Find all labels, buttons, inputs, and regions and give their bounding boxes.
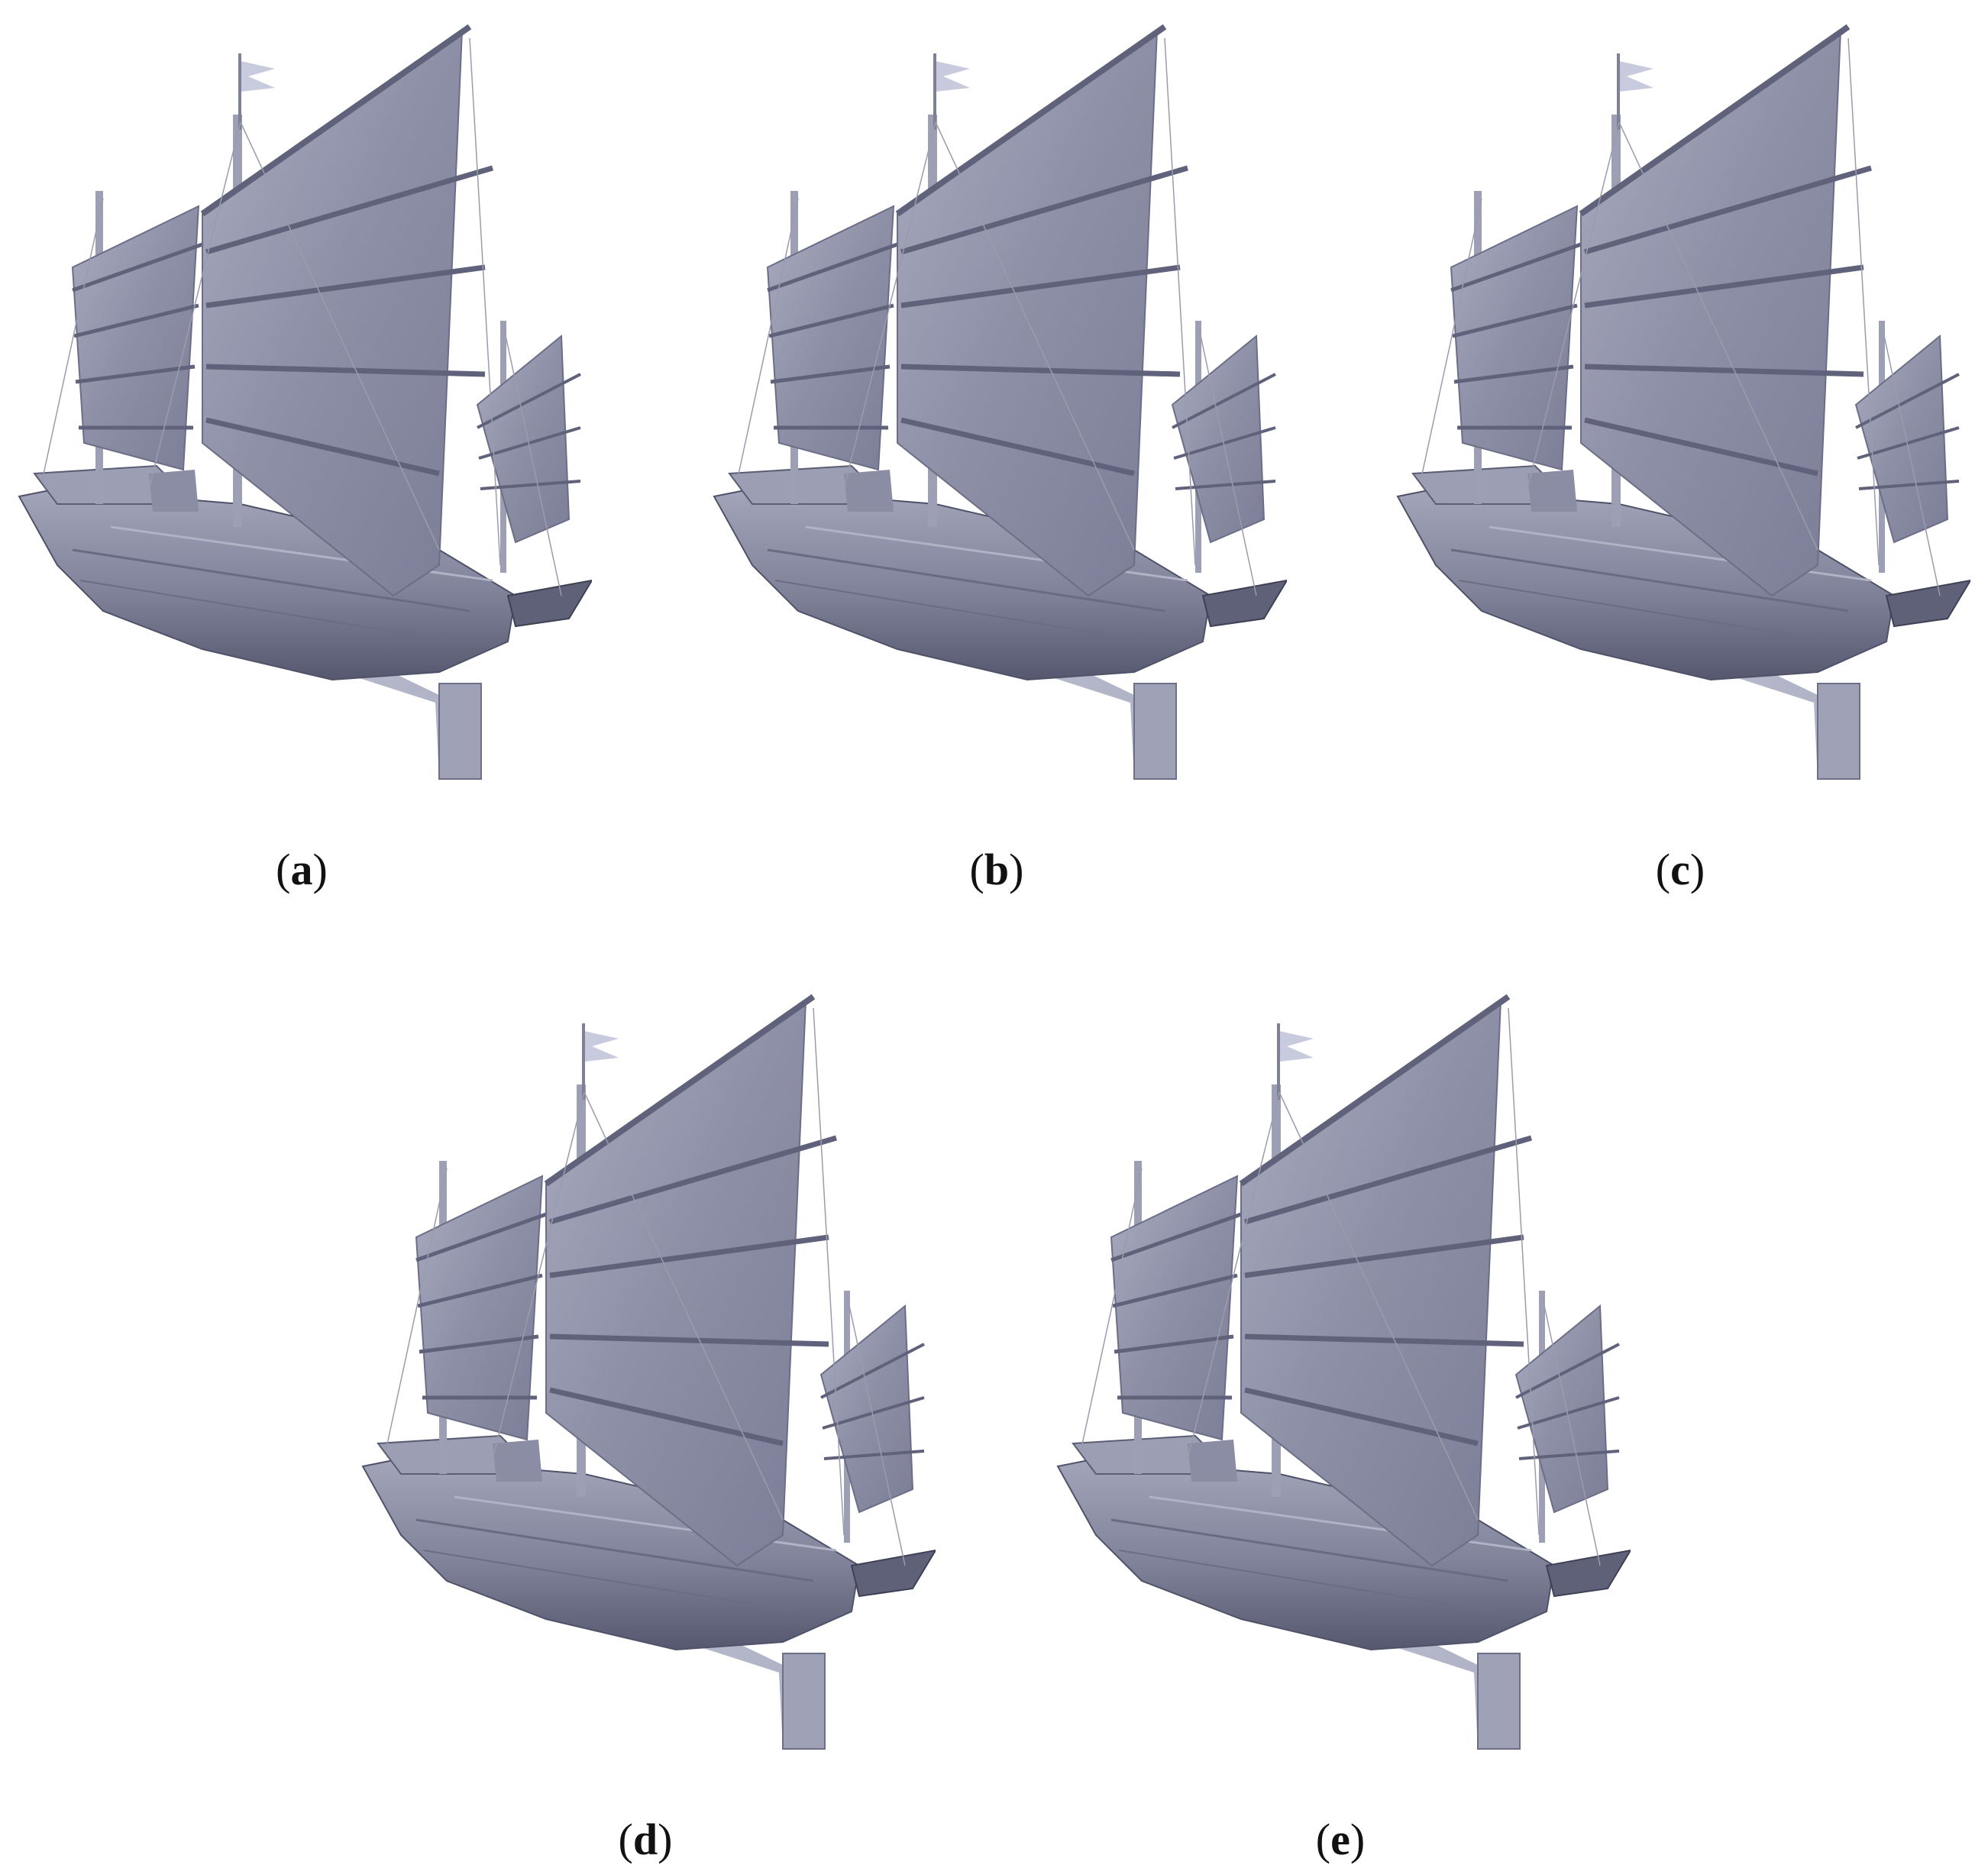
panel-a: (a): [11, 15, 592, 892]
ship-model-image-c: [1390, 15, 1970, 787]
panel-label-d: (d): [618, 1815, 673, 1864]
ship-model-image-b: [706, 15, 1287, 787]
panel-label-e: (e): [1315, 1815, 1366, 1864]
panel-label-a: (a): [276, 845, 328, 894]
panel-label-b: (b): [969, 845, 1024, 894]
panel-e: (e): [1050, 985, 1631, 1862]
panel-d: (d): [355, 985, 936, 1862]
ship-model-image-d: [355, 985, 936, 1757]
panel-label-c: (c): [1655, 845, 1705, 894]
ship-model-image-e: [1050, 985, 1631, 1757]
panel-c: (c): [1390, 15, 1970, 892]
panel-b: (b): [706, 15, 1287, 892]
ship-model-image-a: [11, 15, 592, 787]
